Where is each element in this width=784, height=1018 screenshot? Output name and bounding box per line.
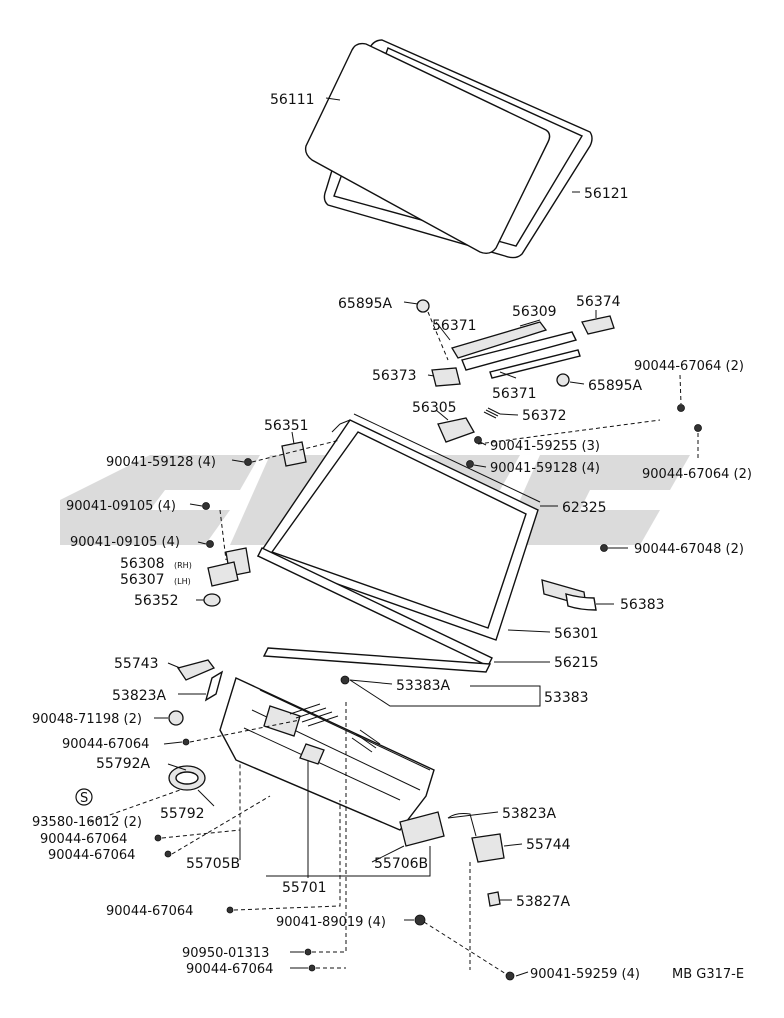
- callout-90950-01313: 90950-01313: [182, 946, 269, 961]
- callout-90044-67064-l5: 90044-67064: [186, 962, 273, 977]
- callout-90044-67064-l2: 90044-67064: [40, 832, 127, 847]
- callout-90041-59259: 90041-59259 (4): [530, 967, 640, 982]
- callout-56307: 56307: [120, 572, 165, 588]
- callout-53827a: 53827A: [516, 894, 571, 910]
- leader-lines: [154, 97, 628, 977]
- callout-90041-09105-b: 90041-09105 (4): [70, 535, 180, 550]
- callout-56121: 56121: [584, 186, 629, 202]
- callout-55743: 55743: [114, 656, 159, 672]
- callout-55792: 55792: [160, 806, 205, 822]
- callout-53383: 53383: [544, 690, 589, 706]
- callout-90044-67064-l3: 90044-67064: [48, 848, 135, 863]
- window-frame: [202, 413, 608, 667]
- callout-90041-09105-a: 90041-09105 (4): [66, 499, 176, 514]
- callout-56305: 56305: [412, 400, 457, 416]
- callout-90044-67064-l4: 90044-67064: [106, 904, 193, 919]
- callout-56215: 56215: [554, 655, 599, 671]
- callout-90044-67064-l1: 90044-67064: [62, 737, 149, 752]
- callout-56371-bottom: 56371: [492, 386, 537, 402]
- callout-55706b: 55706B: [374, 856, 428, 872]
- callout-labels: 56111 56121 65895A 56371 56309 56374 900…: [32, 92, 752, 982]
- callout-53383a: 53383A: [396, 678, 451, 694]
- callout-56351: 56351: [264, 418, 309, 434]
- callout-56309: 56309: [512, 304, 557, 320]
- callout-56371-top: 56371: [432, 318, 477, 334]
- callout-56301: 56301: [554, 626, 599, 642]
- callout-65895a-bottom: 65895A: [588, 378, 643, 394]
- callout-90044-67064-r2: 90044-67064 (2): [642, 467, 752, 482]
- callout-56307-side: (LH): [174, 577, 191, 586]
- callout-90041-59255: 90041-59255 (3): [490, 439, 600, 454]
- callout-90048-71198: 90048-71198 (2): [32, 712, 142, 727]
- callout-90041-59128-left: 90041-59128 (4): [106, 455, 216, 470]
- callout-56372: 56372: [522, 408, 567, 424]
- upper-parts: [416, 299, 702, 468]
- callout-53823a-bottom: 53823A: [502, 806, 557, 822]
- callout-93580-16012: 93580-16012 (2): [32, 815, 142, 830]
- callout-56373: 56373: [372, 368, 417, 384]
- callout-90044-67048: 90044-67048 (2): [634, 542, 744, 557]
- callout-56352: 56352: [134, 593, 179, 609]
- drawing-code: MB G317-E: [672, 967, 744, 982]
- callout-55792a: 55792A: [96, 756, 151, 772]
- callout-53823a-top: 53823A: [112, 688, 167, 704]
- callout-65895a-top: 65895A: [338, 296, 393, 312]
- callout-62325: 62325: [562, 500, 607, 516]
- callout-56308: 56308: [120, 556, 165, 572]
- callout-56308-side: (RH): [174, 561, 192, 570]
- callout-55705b: 55705B: [186, 856, 240, 872]
- callout-90041-89019: 90041-89019 (4): [276, 915, 386, 930]
- callout-56374: 56374: [576, 294, 621, 310]
- s-mark-circle: [75, 788, 93, 806]
- callout-56383: 56383: [620, 597, 665, 613]
- callout-90041-59128-right: 90041-59128 (4): [490, 461, 600, 476]
- callout-90044-67064-r1: 90044-67064 (2): [634, 359, 744, 374]
- s-mark: S: [80, 791, 88, 806]
- callout-56111: 56111: [270, 92, 315, 108]
- back-glass: [304, 39, 593, 259]
- callout-55701: 55701: [282, 880, 327, 896]
- callout-55744: 55744: [526, 837, 571, 853]
